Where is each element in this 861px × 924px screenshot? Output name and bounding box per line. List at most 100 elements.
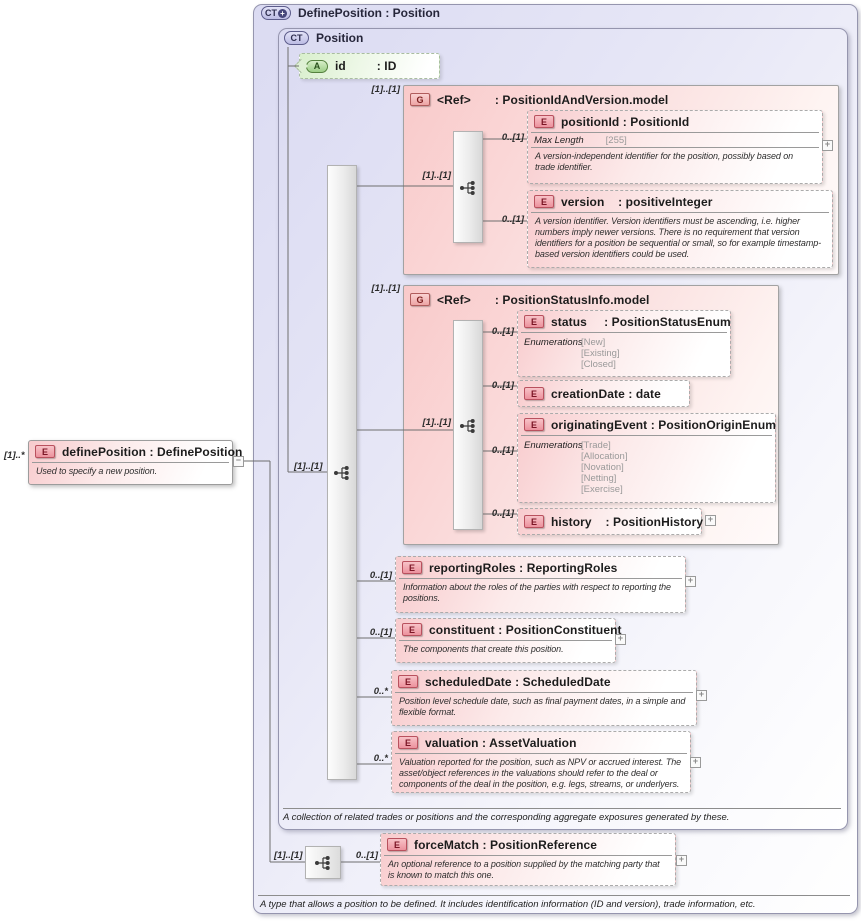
- element-badge: E: [524, 418, 544, 431]
- sequence-bar-statusinfo: [453, 320, 483, 530]
- status-cardinality: 0..[1]: [491, 326, 514, 337]
- sequence-icon: [460, 419, 475, 433]
- defineposition-cardinality: [1]..*: [4, 450, 25, 461]
- valuation-cardinality: 0..*: [373, 753, 388, 764]
- element-badge: E: [402, 561, 422, 574]
- divider: [32, 462, 229, 463]
- facet-value: [255]: [605, 135, 627, 146]
- ct-badge: CT: [284, 31, 309, 45]
- divider: [399, 578, 682, 579]
- group-badge: G: [410, 293, 430, 306]
- element-history-title: history : PositionHistory: [551, 514, 704, 529]
- group-badge: G: [410, 93, 430, 106]
- attribute-id-title: id : ID: [335, 59, 397, 73]
- enumerations-label: Enumerations: [524, 337, 583, 348]
- divider: [521, 435, 772, 436]
- element-defineposition-desc: Used to specify a new position.: [36, 466, 157, 476]
- divider: [384, 855, 672, 856]
- sequence-bar-position: [327, 165, 357, 780]
- sequence-bar-idversion: [453, 131, 483, 243]
- element-badge: E: [398, 736, 418, 749]
- forcematch-cardinality: 0..[1]: [355, 850, 378, 861]
- creationdate-cardinality: 0..[1]: [491, 380, 514, 391]
- element-reportingroles-desc: Information about the roles of the parti…: [403, 582, 671, 603]
- attribute-id[interactable]: A id : ID: [299, 53, 440, 79]
- ct-plus-badge: CT+: [261, 6, 291, 20]
- group-idversion-cardinality: [1]..[1]: [371, 84, 401, 95]
- element-badge: E: [534, 115, 554, 128]
- element-creationdate[interactable]: E creationDate : date: [517, 380, 690, 407]
- element-badge: E: [524, 515, 544, 528]
- expand-icon[interactable]: +: [822, 140, 833, 151]
- divider: [395, 692, 693, 693]
- enumeration-values: [Trade][Allocation][Novation][Netting][E…: [581, 440, 628, 495]
- expand-icon[interactable]: +: [685, 576, 696, 587]
- ct-badge-label: CT: [290, 33, 303, 43]
- originatingevent-enumerations: Enumerations [Trade][Allocation][Novatio…: [518, 436, 775, 498]
- element-positionid[interactable]: E positionId : PositionId Max Length [25…: [527, 110, 823, 184]
- position-title: Position: [316, 31, 364, 45]
- facet-maxlength: Max Length [255]: [528, 133, 822, 147]
- expand-icon[interactable]: +: [690, 757, 701, 768]
- content-model-cardinality: [1]..[1]: [294, 461, 323, 472]
- element-defineposition[interactable]: E definePosition : DefinePosition Used t…: [28, 440, 242, 485]
- originatingevent-cardinality: 0..[1]: [491, 445, 514, 456]
- element-history[interactable]: E history : PositionHistory: [517, 508, 704, 535]
- element-valuation[interactable]: E valuation : AssetValuation Valuation r…: [391, 731, 691, 793]
- element-constituent-desc: The components that create this position…: [403, 644, 564, 654]
- group-statusinfo-inner-cardinality: [1]..[1]: [422, 417, 452, 428]
- ct-badge-label: CT: [265, 8, 277, 18]
- complextype-defineposition-header: CT+ DefinePosition : Position: [261, 6, 440, 20]
- element-version[interactable]: E version : positiveInteger A version id…: [527, 190, 833, 268]
- reportingroles-cardinality: 0..[1]: [369, 570, 392, 581]
- element-originatingevent[interactable]: E originatingEvent : PositionOriginEnum …: [517, 413, 776, 503]
- element-scheduleddate-desc: Position level schedule date, such as fi…: [399, 696, 686, 717]
- element-badge: E: [387, 838, 407, 851]
- group-statusinfo-title: <Ref> : PositionStatusInfo.model: [437, 292, 650, 307]
- enumeration-values: [New][Existing][Closed]: [581, 337, 620, 370]
- element-badge: E: [534, 195, 554, 208]
- history-cardinality: 0..[1]: [491, 508, 514, 519]
- expand-icon[interactable]: +: [705, 515, 716, 526]
- element-valuation-title: valuation : AssetValuation: [425, 735, 577, 750]
- position-footnote: A collection of related trades or positi…: [283, 812, 730, 823]
- element-reportingroles[interactable]: E reportingRoles : ReportingRoles Inform…: [395, 556, 686, 613]
- enumerations-label: Enumerations: [524, 440, 583, 451]
- group-idversion-inner-cardinality: [1]..[1]: [422, 170, 452, 181]
- status-enumerations: Enumerations [New][Existing][Closed]: [518, 333, 730, 373]
- element-forcematch-desc: An optional reference to a position supp…: [388, 859, 660, 880]
- element-badge: E: [402, 623, 422, 636]
- element-version-desc: A version identifier. Version identifier…: [535, 216, 822, 259]
- defineposition-title: DefinePosition : Position: [298, 6, 441, 20]
- element-version-title: version : positiveInteger: [561, 194, 713, 209]
- group-statusinfo-cardinality: [1]..[1]: [371, 283, 401, 294]
- scheduleddate-cardinality: 0..*: [373, 686, 388, 697]
- positionid-cardinality: 0..[1]: [501, 132, 524, 143]
- defineposition-footnote: A type that allows a position to be defi…: [260, 899, 756, 910]
- element-constituent-title: constituent : PositionConstituent: [429, 622, 622, 637]
- complextype-position-header: CT Position: [284, 31, 363, 45]
- expand-icon[interactable]: +: [676, 855, 687, 866]
- element-status[interactable]: E status : PositionStatusEnum Enumeratio…: [517, 310, 731, 377]
- divider: [258, 895, 850, 896]
- divider: [399, 640, 612, 641]
- divider: [395, 753, 687, 754]
- divider: [521, 332, 727, 333]
- element-positionid-desc: A version-independent identifier for the…: [535, 151, 794, 172]
- expand-icon[interactable]: +: [696, 690, 707, 701]
- version-cardinality: 0..[1]: [501, 214, 524, 225]
- group-idversion-title: <Ref> : PositionIdAndVersion.model: [437, 92, 669, 107]
- element-scheduleddate[interactable]: E scheduledDate : ScheduledDate Position…: [391, 670, 697, 726]
- element-reportingroles-title: reportingRoles : ReportingRoles: [429, 560, 618, 575]
- element-badge: E: [524, 315, 544, 328]
- forcematch-seq-cardinality: [1]..[1]: [274, 850, 303, 861]
- element-scheduleddate-title: scheduledDate : ScheduledDate: [425, 674, 611, 689]
- element-creationdate-title: creationDate : date: [551, 386, 661, 401]
- constituent-cardinality: 0..[1]: [369, 627, 392, 638]
- element-positionid-title: positionId : PositionId: [561, 114, 690, 129]
- expand-icon[interactable]: +: [615, 634, 626, 645]
- collapse-icon[interactable]: −: [233, 456, 244, 467]
- element-constituent[interactable]: E constituent : PositionConstituent The …: [395, 618, 622, 663]
- element-forcematch[interactable]: E forceMatch : PositionReference An opti…: [380, 833, 676, 886]
- element-badge: E: [35, 445, 55, 458]
